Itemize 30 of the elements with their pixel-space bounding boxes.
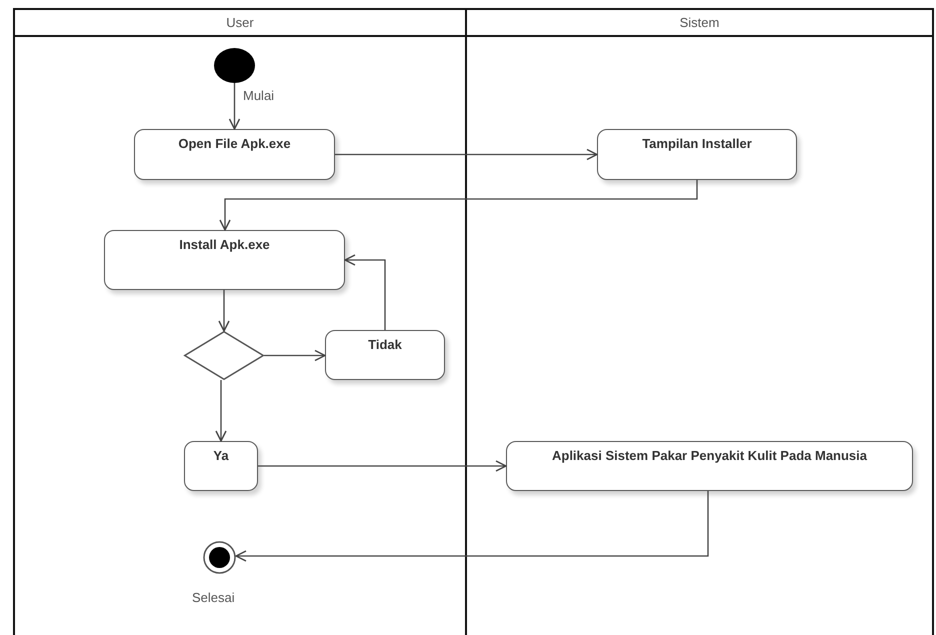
action-box — [134, 129, 335, 180]
flow-arrow — [344, 254, 386, 330]
flow-arrow — [264, 350, 326, 362]
flow-arrow — [228, 83, 240, 130]
action-box — [597, 129, 797, 180]
action-label: Tidak — [368, 337, 402, 352]
action-box — [325, 330, 445, 380]
flow-arrow — [219, 180, 698, 231]
edge-label: Mulai — [242, 88, 276, 103]
flow-arrow — [235, 491, 709, 562]
action-label: Tampilan Installer — [642, 136, 752, 151]
swimlane — [13, 8, 467, 635]
flow-arrow — [215, 380, 227, 442]
action-box — [104, 230, 345, 290]
action-box — [184, 441, 258, 491]
lane-title: User — [226, 15, 254, 30]
decision-diamond — [184, 331, 264, 380]
final-node — [203, 541, 236, 574]
start-node — [214, 48, 255, 83]
flow-arrow — [218, 290, 230, 332]
swimlane — [465, 8, 934, 635]
action-box — [506, 441, 913, 491]
action-label: Ya — [213, 448, 229, 463]
node-caption: Selesai — [192, 590, 235, 605]
flow-arrow — [335, 148, 598, 160]
action-label: Open File Apk.exe — [178, 136, 291, 151]
lane-title: Sistem — [680, 15, 720, 30]
action-label: Install Apk.exe — [179, 237, 270, 252]
action-label: Aplikasi Sistem Pakar Penyakit Kulit Pada Manusia — [552, 448, 867, 463]
flow-arrow — [258, 460, 507, 472]
